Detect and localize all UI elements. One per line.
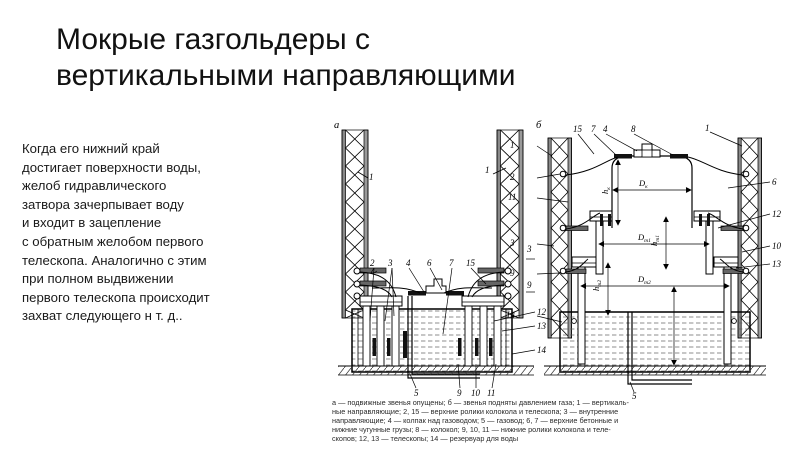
callout-b-1: 1 [705,123,710,133]
body-line: захват следующего н т. д.. [22,308,183,324]
callout-a-2: 2 [370,258,375,268]
callout-a-5: 5 [414,388,419,398]
callout-b-15: 15 [573,124,583,134]
callout-a-11: 11 [487,388,495,398]
part-a-left-tower [341,129,369,319]
part-a-collapsed-sections [359,278,505,379]
dim-D-t1: Dт1 [637,232,651,244]
diagram-part-a: а [334,120,547,398]
part-a-ground [338,366,534,375]
callout-a-4: 4 [406,258,411,268]
callout-b-12: 12 [772,209,782,219]
callout-a-13: 13 [537,321,547,331]
callout-a-3: 3 [387,258,393,268]
page-title-line-2: вертикальными направляющими [56,59,516,92]
callout-a-1-left: 1 [369,172,374,182]
dim-D-k: Dк [638,178,648,190]
part-b-callouts: 15 7 4 8 1 1 2 11 3 [506,123,782,401]
part-b-gas-pipe [627,312,692,385]
gasholder-diagram-svg: а [334,120,782,401]
callout-a-10: 10 [471,388,481,398]
callout-b-10: 10 [772,241,782,251]
part-b-ground [544,366,766,375]
part-b-gas-pipe-inner [631,312,692,381]
body-line: первого телескопа происходит [22,289,210,305]
body-line: при полном выдвижении [22,271,174,287]
gasholder-figure: а [330,116,800,449]
callout-b-11-left: 11 [508,192,516,202]
part-b-reservoir [559,311,751,373]
caption-line: а — подвижные звенья опущены; б — звенья… [332,398,629,407]
callout-b-3-left: 3 [509,238,515,248]
callout-b-13: 13 [772,259,782,269]
callout-a-9: 9 [457,388,462,398]
callout-b-8: 8 [631,124,636,134]
body-line: достигает поверхности воды, [22,159,201,175]
part-a-label: а [334,120,339,131]
part-b-roller-assemblies [559,156,750,275]
callout-b-14-left: 14 [506,310,516,320]
callout-a-3-right: 3 [526,244,532,254]
part-b-dimension-labels: hк Dк hт1 Dт1 hт2 Dт2 [591,178,661,291]
callout-a-14: 14 [537,345,547,355]
dim-h-t2: hт2 [591,280,603,291]
body-line: Когда его нижний край [22,141,160,156]
body-line: затвора зачерпывает воду [22,196,184,212]
page-title: Мокрые газгольдеры с вертикальными напра… [56,22,756,94]
dim-h-k: hк [600,187,612,194]
callout-b-4: 4 [603,124,608,134]
callout-a-7: 7 [449,258,454,268]
part-b-label: б [536,120,542,131]
callout-b-9-left: 9 [510,268,515,278]
diagram-part-b: б [506,120,782,401]
callout-a-6: 6 [427,258,432,268]
body-line: телескопа. Аналогично с этим [22,252,207,268]
body-line: желоб гидравлического [22,178,167,194]
callout-b-2-left: 2 [510,172,515,182]
part-a-right-tower [496,129,524,319]
part-b-telescope-2 [571,256,739,365]
body-line: с обратным желобом первого [22,233,204,249]
caption-line: направляющие; 4 — колпак над газоводом; … [332,416,619,426]
callout-a-9-right: 9 [527,280,532,290]
body-paragraph: Когда его нижний край достигает поверхно… [22,140,322,326]
callout-b-1-left: 1 [510,140,515,150]
part-b-left-tower [547,137,572,339]
caption-line: ные направляющие; 2, 15 — верхние ролики… [332,407,619,417]
part-b-bell [611,143,693,228]
dim-D-t2: Dт2 [637,274,651,286]
part-b-right-tower [737,137,762,339]
callout-b-6: 6 [772,177,777,187]
callout-b-5: 5 [632,391,637,401]
callout-a-12: 12 [537,307,547,317]
part-a-callouts: 1 1 2 3 4 6 7 [357,165,547,398]
body-line: и входит в зацепление [22,215,162,231]
page-title-line-1: Мокрые газгольдеры с [56,23,371,56]
caption-line: скопов; 12, 13 — телескопы; 14 — резерву… [332,434,519,444]
callout-b-7: 7 [591,124,596,134]
part-b-dimension-lines [580,159,730,366]
caption-line: нижние чугунные грузы; 8 — колокол; 9, 1… [332,425,611,435]
figure-caption: а — подвижные звенья опущены; б — звенья… [332,398,798,443]
callout-a-15: 15 [466,258,476,268]
dim-h-t1: hт1 [649,235,661,246]
callout-a-1-right: 1 [485,165,490,175]
